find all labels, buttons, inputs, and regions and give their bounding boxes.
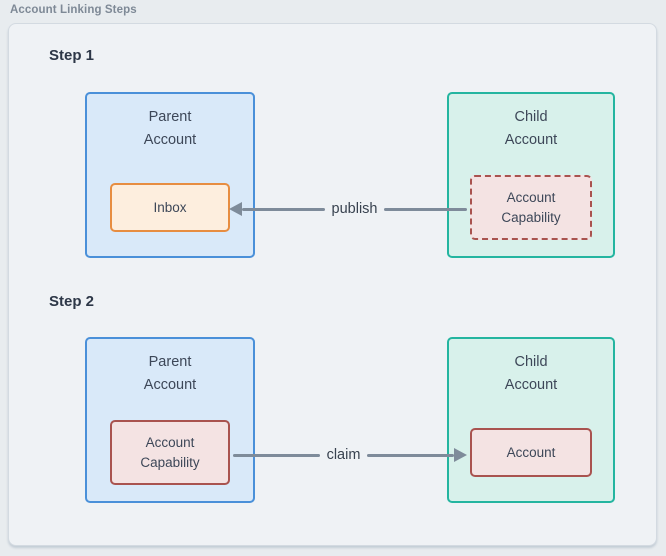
step2-child-account-title: Child Account xyxy=(504,354,558,393)
step-2-heading: Step 2 xyxy=(49,293,95,310)
publish-arrow: publish xyxy=(229,199,468,219)
diagram-panel: Step 1 Parent Account Inbox Child Accoun… xyxy=(8,23,657,546)
step1-account-capability-box: Account Capability xyxy=(470,175,592,240)
right-arrowhead-icon xyxy=(454,448,467,462)
step1-parent-account-box: Parent Account Inbox xyxy=(85,92,255,258)
publish-arrow-label: publish xyxy=(331,201,378,217)
step2-child-account-box: Child Account Account xyxy=(447,337,615,503)
arrow-line xyxy=(384,207,468,211)
step1-inbox-box: Inbox xyxy=(110,183,230,232)
claim-arrow: claim xyxy=(233,445,467,465)
step2-parent-account-title: Parent Account xyxy=(143,354,197,393)
claim-arrow-label: claim xyxy=(326,447,361,463)
diagram-caption: Account Linking Steps xyxy=(10,4,137,16)
step2-account-box: Account xyxy=(470,428,592,477)
step1-child-account-title: Child Account xyxy=(504,109,558,148)
step1-child-account-box: Child Account Account Capability xyxy=(447,92,615,258)
arrow-line xyxy=(233,453,320,457)
step-1-heading: Step 1 xyxy=(49,47,95,64)
step2-parent-account-box: Parent Account Account Capability xyxy=(85,337,255,503)
step2-account-capability-box: Account Capability xyxy=(110,420,230,485)
arrow-line xyxy=(367,453,454,457)
step1-parent-account-title: Parent Account xyxy=(143,109,197,148)
arrow-line xyxy=(242,207,325,211)
left-arrowhead-icon xyxy=(229,202,242,216)
